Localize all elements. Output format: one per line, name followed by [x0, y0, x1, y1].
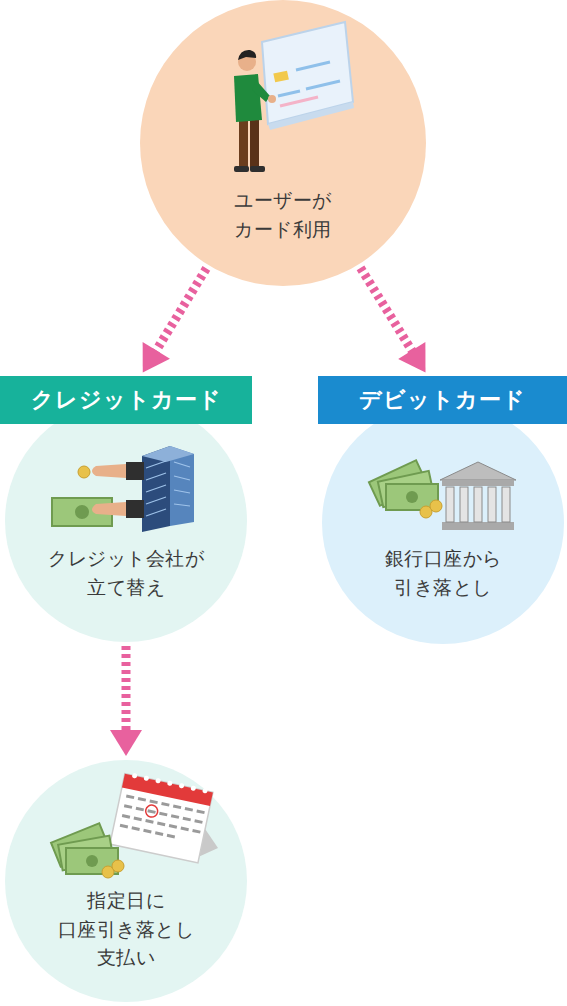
- band-label: デビットカード: [318, 376, 567, 424]
- band-label: クレジットカード: [0, 376, 252, 424]
- arrow-head: [398, 342, 425, 373]
- arrow-shaft: [122, 646, 131, 732]
- circle-fill: [322, 402, 564, 644]
- step-circle: クレジット会社が 立て替え: [5, 400, 247, 642]
- flow-arrow: [110, 646, 142, 756]
- arrow-shaft: [361, 268, 413, 352]
- flow-arrow: [361, 268, 426, 373]
- circle-fill: [5, 760, 247, 1002]
- node-text: 銀行口座から 引き落とし: [373, 544, 513, 601]
- circle-outline: [322, 402, 564, 644]
- category-band: デビットカード: [318, 376, 567, 424]
- step-circle: 銀行口座から 引き落とし: [322, 402, 564, 644]
- circle-outline: [5, 400, 247, 642]
- circle-outline: [140, 0, 426, 286]
- circle-fill: [5, 400, 247, 642]
- flow-arrow: [143, 268, 207, 372]
- category-band: クレジットカード: [0, 376, 252, 424]
- node-text: クレジット会社が 立て替え: [36, 544, 216, 601]
- node-text: 指定日に 口座引き落とし 支払い: [46, 886, 206, 972]
- user-circle: ユーザーが カード利用: [140, 0, 426, 286]
- circle-fill: [140, 0, 426, 286]
- arrow-head: [143, 342, 170, 373]
- node-text: ユーザーが カード利用: [223, 186, 343, 243]
- arrow-shaft: [155, 268, 206, 352]
- arrow-head: [110, 730, 142, 756]
- step-circle: 指定日に 口座引き落とし 支払い: [5, 760, 247, 1002]
